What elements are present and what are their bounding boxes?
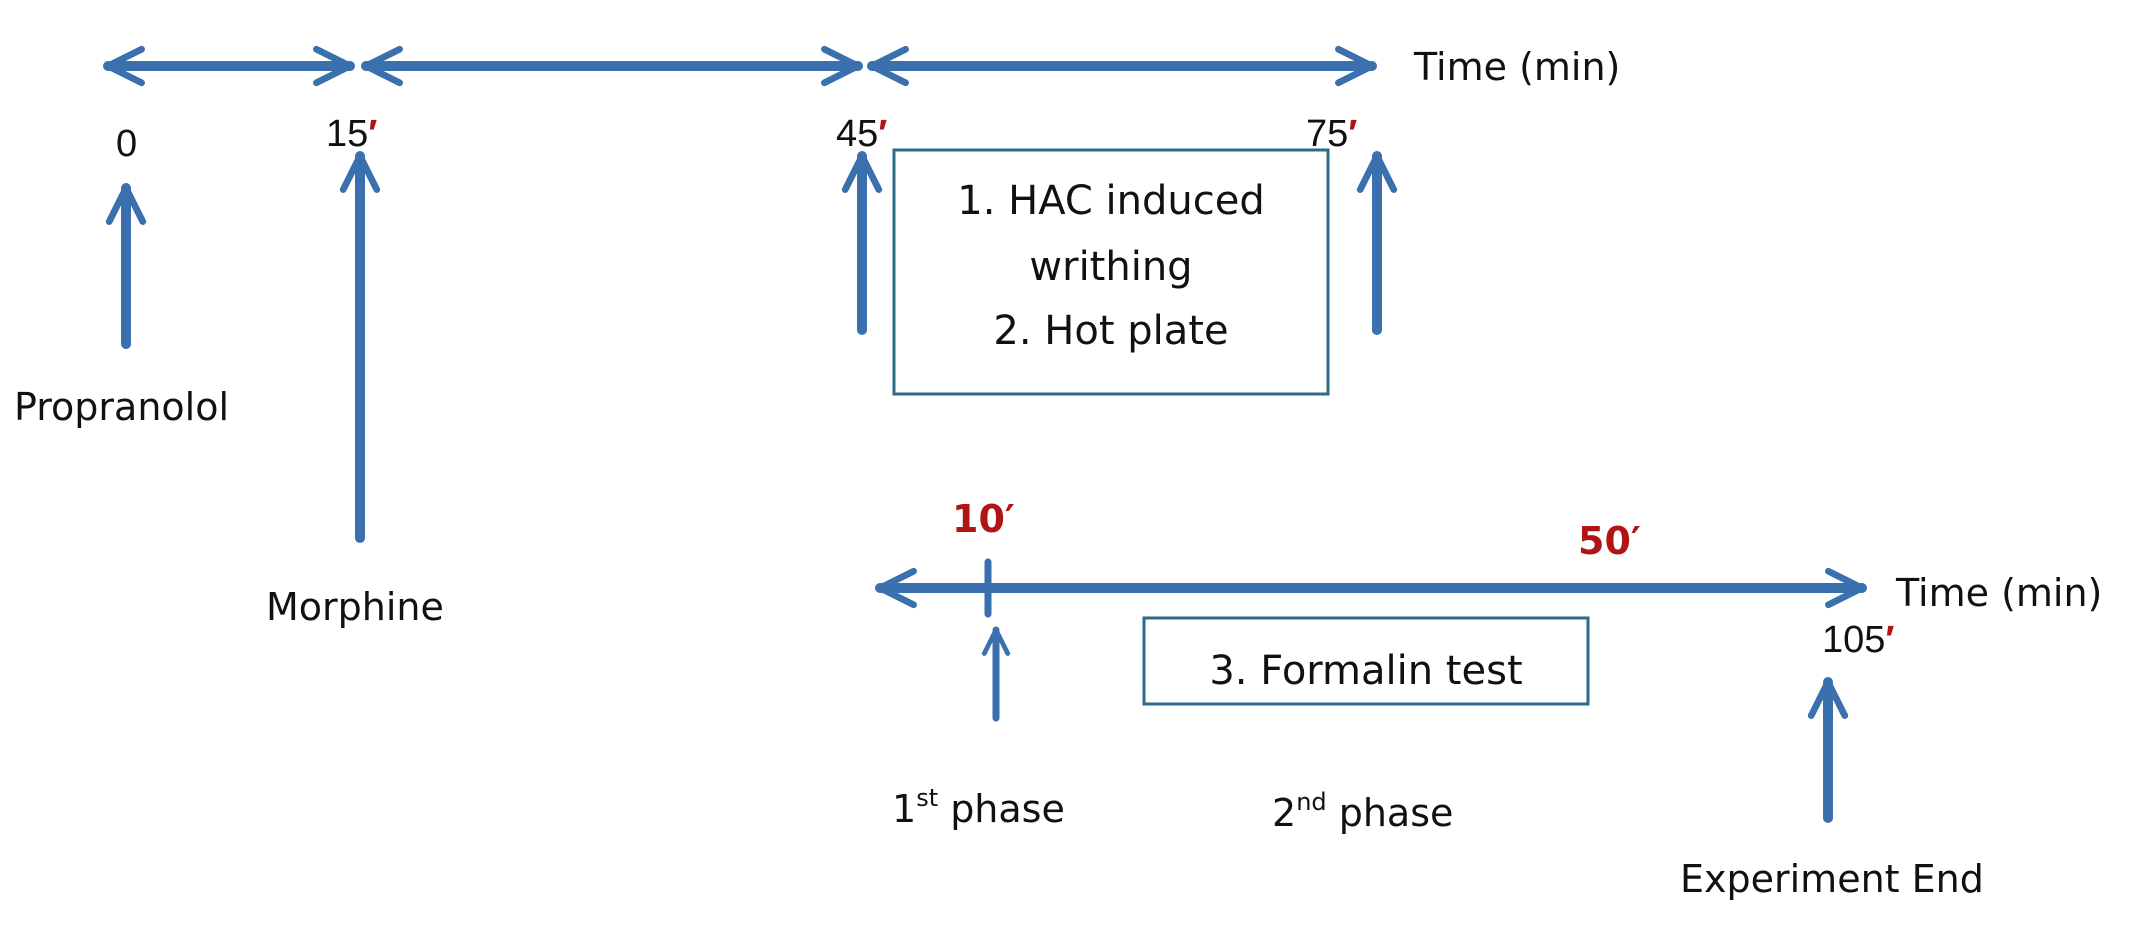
timeline-2-axis-label: Time (min) bbox=[1895, 571, 2102, 615]
timeline-2 bbox=[875, 558, 1867, 823]
tick-45-mark: ′ bbox=[878, 113, 887, 155]
experiment-end-label: Experiment End bbox=[1680, 857, 1984, 901]
second-phase-word: phase bbox=[1327, 791, 1454, 835]
formalin-test-box: 3. Formalin test bbox=[1142, 616, 1590, 706]
hac-box-line-1: 1. HAC induced bbox=[957, 178, 1264, 224]
tick-75: 75′ bbox=[1306, 113, 1357, 155]
tick-45-value: 45 bbox=[836, 113, 878, 155]
tick-15-mark: ′ bbox=[368, 113, 377, 155]
tick-105-value: 105 bbox=[1822, 619, 1885, 661]
formalin-test-box-frame bbox=[1142, 616, 1590, 706]
first-phase-word: phase bbox=[938, 787, 1065, 831]
tick-75-mark: ′ bbox=[1348, 113, 1357, 155]
tick-105-mark: ′ bbox=[1885, 619, 1894, 661]
tick-15-value: 15 bbox=[326, 113, 368, 155]
second-phase-sup: nd bbox=[1296, 788, 1326, 816]
first-phase-label: 1st phase bbox=[892, 784, 1065, 831]
formalin-test-label: 3. Formalin test bbox=[1209, 648, 1522, 694]
hac-box-line-3: 2. Hot plate bbox=[993, 308, 1228, 354]
tick-75-value: 75 bbox=[1306, 113, 1348, 155]
tick-45: 45′ bbox=[836, 113, 887, 155]
morphine-label: Morphine bbox=[266, 585, 444, 629]
hac-hotplate-box-frame bbox=[892, 148, 1330, 396]
phase-mark-50: 50′ bbox=[1578, 519, 1641, 563]
tick-105: 105′ bbox=[1822, 619, 1895, 661]
tick-0-value: 0 bbox=[116, 123, 137, 165]
phase-mark-10: 10′ bbox=[952, 497, 1015, 541]
first-phase-num: 1 bbox=[892, 787, 916, 831]
second-phase-num: 2 bbox=[1272, 791, 1296, 835]
second-phase-label: 2nd phase bbox=[1272, 788, 1453, 835]
tick-15: 15′ bbox=[326, 113, 377, 155]
timeline-1 bbox=[103, 45, 1398, 543]
propranolol-label: Propranolol bbox=[14, 385, 229, 429]
hac-box-line-2: writhing bbox=[1029, 244, 1192, 290]
tick-0: 0 bbox=[116, 123, 137, 165]
hac-hotplate-box: 1. HAC induced writhing 2. Hot plate bbox=[892, 148, 1330, 396]
first-phase-sup: st bbox=[916, 784, 938, 812]
timeline-1-axis-label: Time (min) bbox=[1413, 45, 1620, 89]
